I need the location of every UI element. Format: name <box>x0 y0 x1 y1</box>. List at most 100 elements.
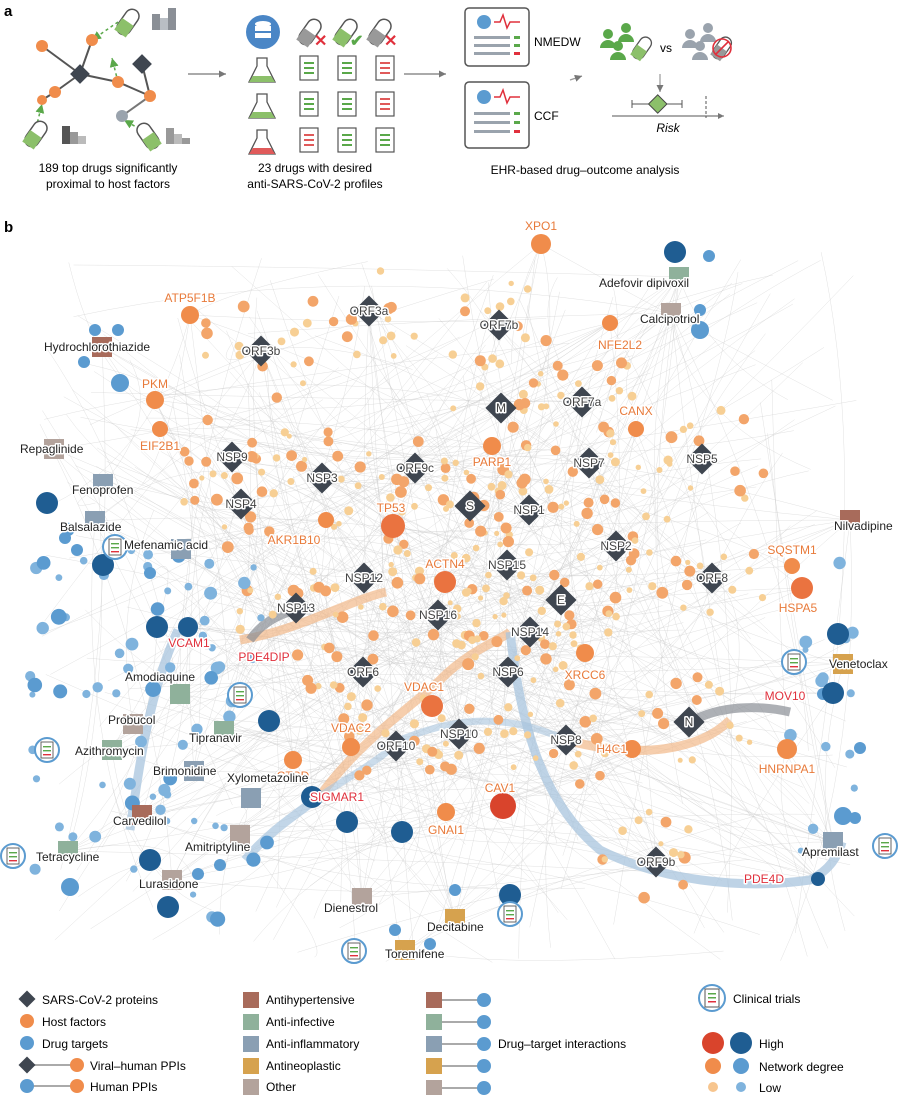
viral-protein-label-halo: NSP1 <box>513 503 545 517</box>
host-node <box>286 433 292 439</box>
host-node <box>290 361 297 368</box>
drug-node <box>833 654 853 674</box>
legend-drug-targets: Drug targets <box>42 1037 108 1051</box>
viral-protein-label-halo: NSP2 <box>600 539 632 553</box>
ppi-edge <box>414 303 793 469</box>
host-node <box>184 456 194 466</box>
drug-label: Xylometazoline <box>227 771 309 785</box>
ppi-edge <box>154 364 558 410</box>
ppi-edge <box>562 276 680 856</box>
ppi-edge <box>189 464 215 772</box>
ppi-edge <box>195 622 397 747</box>
host-node <box>358 604 364 610</box>
ppi-edge <box>545 739 567 948</box>
host-node <box>595 770 605 781</box>
host-node <box>720 553 728 561</box>
viral-protein-label: ORF6 <box>347 665 379 679</box>
legend-human-ppis: Human PPIs <box>90 1080 157 1094</box>
drug-label: Brimonidine <box>153 764 217 778</box>
host-node <box>504 470 513 479</box>
host-node <box>680 604 687 611</box>
host-node <box>447 600 453 606</box>
clinical-trial-icon <box>341 938 367 964</box>
viral-protein-label-halo: E <box>557 593 565 607</box>
host-node <box>706 608 714 616</box>
host-node <box>460 293 470 303</box>
host-node <box>337 475 345 483</box>
target-node <box>220 824 228 832</box>
host-node <box>495 302 505 311</box>
host-node <box>704 680 713 689</box>
host-node <box>548 642 557 651</box>
target-node <box>149 793 157 800</box>
target-node <box>55 574 63 581</box>
ppi-edge <box>103 334 460 735</box>
drug-label-halo: Hydrochlorothiazide <box>44 340 150 354</box>
host-node <box>609 439 617 446</box>
host-factor-label: H4C1 <box>596 742 627 756</box>
ppi-edge <box>75 465 460 735</box>
viral-protein-label: ORF7a <box>563 395 602 409</box>
host-node <box>416 758 424 766</box>
host-node <box>440 761 451 772</box>
host-node <box>425 484 432 492</box>
ppi-edge <box>588 462 751 817</box>
host-factor-node <box>181 306 199 324</box>
ppi-edge <box>145 417 493 447</box>
host-node <box>405 610 416 621</box>
host-node <box>221 541 234 553</box>
host-factor-node <box>576 644 594 662</box>
target-node <box>135 735 147 748</box>
ppi-edge <box>478 243 542 606</box>
ppi-edge <box>350 465 759 748</box>
target-node <box>144 567 156 579</box>
host-node <box>631 537 639 544</box>
host-node <box>564 610 575 621</box>
drug-target-label-halo: SIGMAR1 <box>310 790 364 804</box>
clinical-trial-icon <box>781 649 807 675</box>
target-node <box>260 835 274 850</box>
target-node <box>424 938 436 950</box>
host-node <box>532 755 539 761</box>
viral-protein-label-halo: ORF7a <box>563 395 602 409</box>
legend-low-target-marker <box>736 1082 746 1092</box>
ppi-edge <box>366 322 611 431</box>
host-node <box>513 398 526 411</box>
host-node <box>606 375 617 386</box>
host-node <box>484 307 492 315</box>
host-node <box>367 653 379 665</box>
host-node <box>557 369 569 381</box>
host-node <box>391 473 403 485</box>
host-node <box>741 494 749 502</box>
ppi-edge <box>440 309 492 813</box>
ppi-edge <box>94 375 342 522</box>
ppi-edge <box>414 467 725 933</box>
ppi-edge <box>459 276 680 758</box>
host-factor-label-halo: CTSD <box>277 769 310 783</box>
host-node <box>412 436 424 447</box>
ppi-edge <box>193 295 340 772</box>
drug-target-label: MOV10 <box>765 689 806 703</box>
host-node <box>513 321 523 332</box>
host-node <box>518 486 528 496</box>
host-node <box>391 577 404 589</box>
target-node <box>36 492 58 514</box>
drug-target-node <box>811 872 825 886</box>
target-node <box>112 689 121 698</box>
host-node <box>427 628 440 641</box>
drug-node <box>123 714 143 734</box>
target-node <box>163 817 171 825</box>
host-node <box>745 566 754 575</box>
drug-label: Calcipotriol <box>640 312 699 326</box>
host-factor-label-halo: XRCC6 <box>565 668 606 682</box>
host-node <box>656 586 669 599</box>
ppi-edge <box>760 402 834 843</box>
ppi-edge <box>311 796 527 880</box>
drug-label: Tipranavir <box>189 731 242 745</box>
drug-label-halo: Calcipotriol <box>640 312 699 326</box>
viral-protein-label-halo: NSP14 <box>511 625 549 639</box>
target-node <box>36 556 51 570</box>
host-factor-label-halo: H4C1 <box>596 742 627 756</box>
viral-protein-label-halo: N <box>685 715 694 729</box>
ppi-edge <box>368 310 664 495</box>
